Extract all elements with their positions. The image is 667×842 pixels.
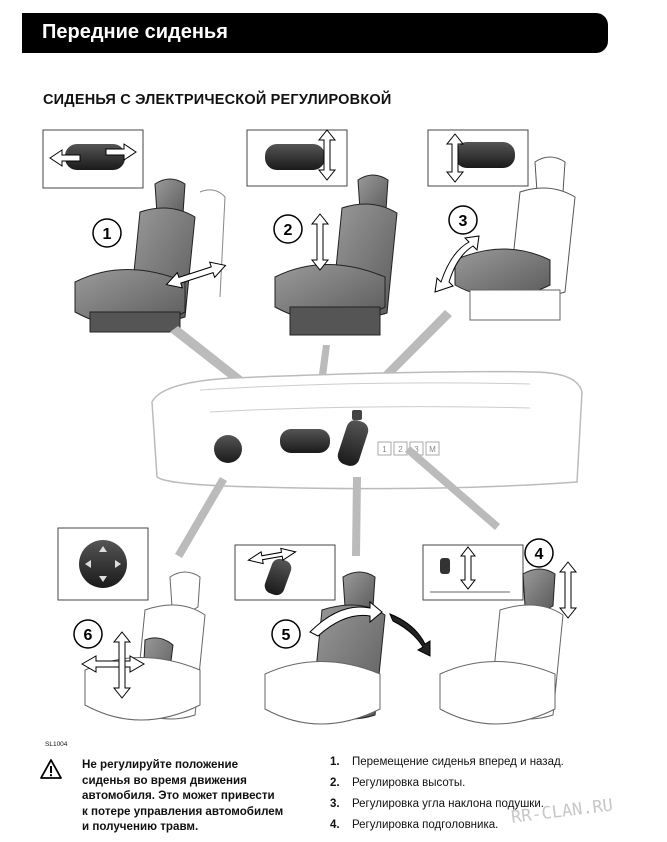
svg-text:6: 6 [84, 627, 93, 644]
header-bar: Передние сиденья [22, 13, 608, 53]
list-item: 3.Регулировка угла наклона подушки. [330, 798, 544, 810]
seat-illustration-1 [74, 178, 226, 333]
switch-inset-6 [57, 527, 149, 601]
list-item: 4.Регулировка подголовника. [330, 819, 499, 831]
svg-text:2: 2 [398, 445, 403, 454]
callout-3: 3 [448, 205, 478, 235]
seat-adjustment-illustration: 1 2 3 1 2 3 M [42, 129, 583, 725]
seat-illustration-3 [454, 156, 576, 321]
switch-inset-2 [246, 129, 348, 187]
callout-2: 2 [273, 214, 303, 244]
svg-text:4: 4 [535, 546, 544, 563]
figure-code: SL1004 [45, 741, 68, 748]
switch-inset-1 [42, 129, 144, 189]
switch-inset-4 [422, 544, 524, 601]
svg-text:M: M [429, 445, 436, 454]
page-title: Передние сиденья [42, 21, 228, 43]
seat-illustration-2 [274, 174, 398, 336]
door-panel: 1 2 3 M [151, 370, 583, 490]
warning-text: Не регулируйте положение сиденья во врем… [82, 758, 284, 833]
svg-text:5: 5 [282, 627, 291, 644]
switch-inset-5 [234, 544, 336, 601]
section-heading: СИДЕНЬЯ С ЭЛЕКТРИЧЕСКОЙ РЕГУЛИРОВКОЙ [43, 92, 392, 108]
list-item: 2.Регулировка высоты. [330, 777, 466, 789]
svg-text:2: 2 [284, 222, 293, 239]
seat-illustration-5 [264, 571, 386, 725]
svg-text:3: 3 [414, 445, 419, 454]
list-item: 1.Перемещение сиденья вперед и назад. [330, 756, 564, 768]
svg-text:1: 1 [103, 226, 112, 243]
memory-buttons: 1 2 3 M [377, 441, 440, 456]
warning-triangle-icon [40, 759, 62, 779]
switch-inset-3 [427, 129, 529, 187]
svg-text:1: 1 [382, 445, 387, 454]
callout-6: 6 [73, 619, 103, 649]
callout-4: 4 [524, 538, 554, 568]
steps-list: 1.Перемещение сиденья вперед и назад. 2.… [330, 756, 650, 840]
seat-illustration-6 [84, 571, 206, 721]
seat-illustration-4 [439, 568, 564, 725]
callout-1: 1 [92, 218, 122, 248]
svg-text:3: 3 [459, 213, 468, 230]
callout-5: 5 [271, 619, 301, 649]
